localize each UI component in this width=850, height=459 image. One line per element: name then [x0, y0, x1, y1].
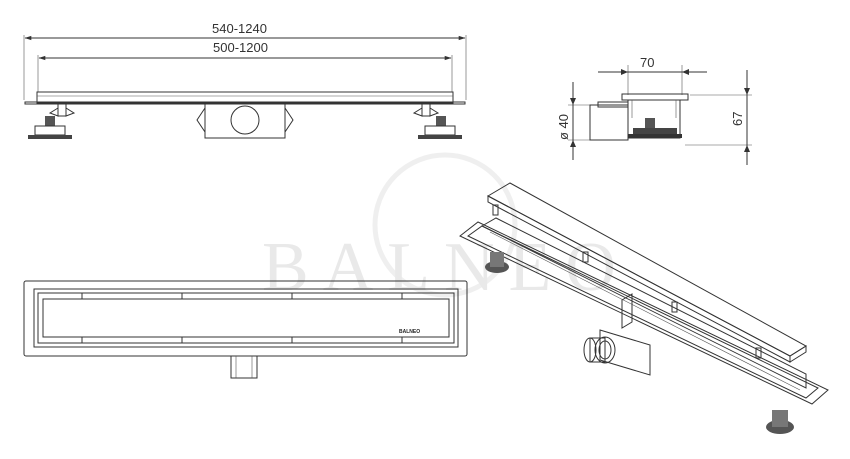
top-view: BALNEO: [23, 280, 468, 379]
side-view: 70 67 ø 40: [556, 55, 752, 165]
dim-width: 70: [640, 55, 654, 70]
dim-height: 67: [730, 112, 745, 126]
dim-outer-length: 540-1240: [212, 21, 267, 36]
front-view: 540-1240 500-1200: [23, 21, 467, 139]
right-foot: [412, 103, 462, 139]
dim-inner-length: 500-1200: [213, 40, 268, 55]
left-foot: [28, 103, 76, 139]
watermark-text: BALNEO: [262, 229, 630, 306]
watermark: BALNEO: [262, 152, 630, 306]
brand-label: BALNEO: [399, 329, 420, 335]
dim-diameter: ø 40: [556, 114, 571, 140]
isometric-view: [459, 182, 829, 434]
